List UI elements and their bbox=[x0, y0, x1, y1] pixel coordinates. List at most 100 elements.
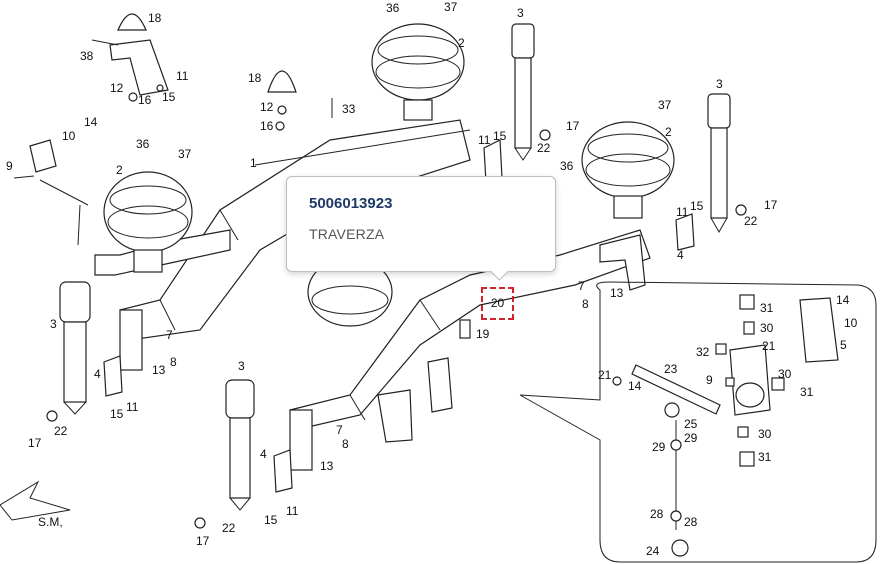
part-label: 4 bbox=[94, 367, 101, 381]
part-label: 30 bbox=[758, 427, 772, 441]
bump-stop-mid bbox=[267, 70, 333, 131]
part-label: 3 bbox=[238, 359, 245, 373]
part-label: 28 bbox=[684, 515, 698, 529]
level-valve-left bbox=[13, 139, 89, 246]
part-label: 2 bbox=[116, 163, 123, 177]
selected-part-hotspot[interactable] bbox=[481, 287, 514, 320]
part-number[interactable]: 5006013923 bbox=[309, 195, 393, 212]
part-label: 2 bbox=[458, 36, 465, 50]
part-label: 8 bbox=[342, 437, 349, 451]
part-label: 37 bbox=[178, 147, 192, 161]
part-label: 21 bbox=[762, 339, 776, 353]
part-label: 22 bbox=[222, 521, 236, 535]
part-label: 16 bbox=[138, 93, 152, 107]
part-label: 21 bbox=[598, 368, 612, 382]
part-label: 36 bbox=[386, 1, 400, 15]
bump-stop-top bbox=[91, 13, 169, 102]
part-label: 3 bbox=[50, 317, 57, 331]
part-label: 1 bbox=[250, 156, 257, 170]
part-label: 7 bbox=[166, 328, 173, 342]
part-label: 2 bbox=[665, 125, 672, 139]
part-label: 13 bbox=[152, 363, 166, 377]
part-label: 18 bbox=[148, 11, 162, 25]
part-label: 15 bbox=[493, 129, 507, 143]
part-label: 11 bbox=[676, 205, 689, 219]
part-label: 13 bbox=[320, 459, 334, 473]
part-label: 19 bbox=[476, 327, 490, 341]
part-label: 15 bbox=[162, 90, 176, 104]
air-spring-center bbox=[307, 257, 393, 327]
part-label: 37 bbox=[444, 0, 458, 14]
part-label: 17 bbox=[764, 198, 778, 212]
view-label: S.M, bbox=[38, 515, 63, 529]
part-callout: 5006013923 TRAVERZA bbox=[286, 176, 556, 272]
part-label: 16 bbox=[260, 119, 274, 133]
part-label: 7 bbox=[336, 423, 343, 437]
part-label: 22 bbox=[537, 141, 551, 155]
detail-view bbox=[519, 281, 877, 563]
part-label: 36 bbox=[136, 137, 150, 151]
part-label: 15 bbox=[690, 199, 704, 213]
air-spring-top bbox=[371, 23, 465, 121]
part-label: 9 bbox=[706, 373, 713, 387]
part-label: 9 bbox=[6, 159, 13, 173]
part-label: 3 bbox=[517, 6, 524, 20]
part-label: 31 bbox=[760, 301, 774, 315]
part-label: 22 bbox=[54, 424, 68, 438]
part-label: 14 bbox=[628, 379, 642, 393]
part-label: 18 bbox=[248, 71, 262, 85]
part-label: 36 bbox=[560, 159, 574, 173]
part-label: 30 bbox=[760, 321, 774, 335]
air-spring-left bbox=[103, 171, 193, 273]
part-label: 29 bbox=[652, 440, 666, 454]
part-label: 11 bbox=[126, 400, 139, 414]
shock-absorber-left bbox=[59, 281, 91, 415]
part-label: 12 bbox=[260, 100, 274, 114]
part-label: 8 bbox=[170, 355, 177, 369]
shock-absorber-bottom bbox=[225, 379, 255, 511]
part-label: 14 bbox=[84, 115, 98, 129]
part-label: 5 bbox=[840, 338, 847, 352]
hotspot-label[interactable]: 20 bbox=[490, 296, 505, 310]
part-label: 25 bbox=[684, 417, 698, 431]
part-label: 33 bbox=[342, 102, 356, 116]
part-label: 15 bbox=[110, 407, 124, 421]
shock-absorber-top bbox=[511, 23, 535, 161]
part-label: 29 bbox=[684, 431, 698, 445]
part-label: 14 bbox=[836, 293, 850, 307]
part-label: 12 bbox=[110, 81, 124, 95]
part-label: 10 bbox=[844, 316, 858, 330]
part-label: 13 bbox=[610, 286, 624, 300]
part-label: 11 bbox=[176, 69, 189, 83]
part-description: TRAVERZA bbox=[309, 226, 385, 242]
part-label: 28 bbox=[650, 507, 664, 521]
part-label: 31 bbox=[758, 450, 772, 464]
shock-absorber-right bbox=[707, 93, 731, 234]
part-label: 23 bbox=[664, 362, 678, 376]
part-label: 11 bbox=[286, 504, 299, 518]
part-label: 22 bbox=[744, 214, 758, 228]
washers bbox=[46, 129, 747, 529]
part-label: 38 bbox=[80, 49, 94, 63]
part-label: 4 bbox=[677, 248, 684, 262]
part-labels: 18 38 12 16 11 15 36 37 2 3 3 18 12 16 3… bbox=[6, 0, 858, 558]
part-label: 24 bbox=[646, 544, 660, 558]
valve-center bbox=[427, 357, 453, 413]
part-label: 3 bbox=[716, 77, 723, 91]
part-label: 4 bbox=[260, 447, 267, 461]
part-label: 37 bbox=[658, 98, 672, 112]
part-label: 17 bbox=[28, 436, 42, 450]
part-label: 30 bbox=[778, 367, 792, 381]
part-label: 11 bbox=[478, 133, 491, 147]
part-label: 17 bbox=[566, 119, 580, 133]
part-label: 10 bbox=[62, 129, 76, 143]
part-label: 31 bbox=[800, 385, 814, 399]
part-label: 15 bbox=[264, 513, 278, 527]
part-label: 17 bbox=[196, 534, 210, 548]
air-spring-right bbox=[581, 121, 675, 219]
bracket-right-upper bbox=[103, 139, 695, 493]
part-label: 7 bbox=[578, 279, 585, 293]
part-label: 32 bbox=[696, 345, 710, 359]
subframe bbox=[94, 119, 651, 471]
